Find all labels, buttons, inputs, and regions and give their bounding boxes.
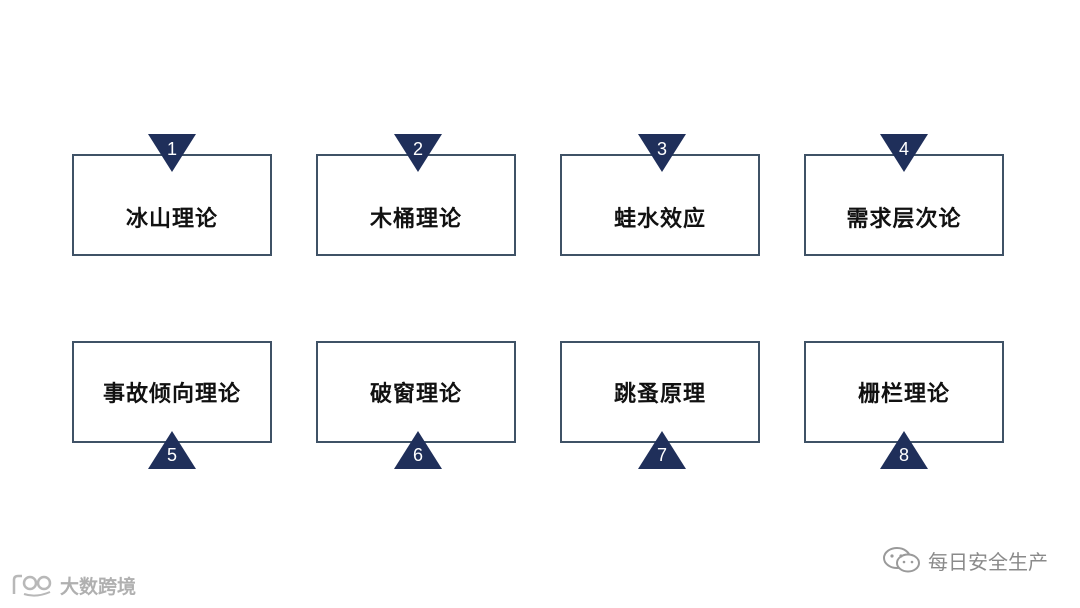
marker-number: 7 — [656, 445, 667, 465]
card-8: 栅栏理论 — [804, 341, 1004, 443]
card-5: 事故倾向理论 — [72, 341, 272, 443]
number-marker-4: 4 — [880, 134, 928, 172]
triangle-down-icon — [148, 134, 196, 172]
marker-number: 1 — [166, 139, 177, 159]
marker-number: 8 — [898, 445, 909, 465]
watermark-wechat: 每日安全生产 — [882, 545, 1048, 575]
number-marker-6: 6 — [394, 431, 442, 469]
card-label: 栅栏理论 — [857, 382, 950, 407]
card-label: 需求层次论 — [846, 207, 962, 232]
card-label: 事故倾向理论 — [102, 382, 241, 407]
number-marker-5: 5 — [148, 431, 196, 469]
marker-number: 5 — [166, 445, 177, 465]
triangle-up-icon — [148, 431, 196, 469]
number-marker-7: 7 — [638, 431, 686, 469]
triangle-up-icon — [394, 431, 442, 469]
watermark-text: 每日安全生产 — [928, 549, 1048, 574]
marker-number: 6 — [412, 445, 423, 465]
marker-number: 4 — [898, 139, 909, 159]
number-marker-1: 1 — [148, 134, 196, 172]
card-3: 蛙水效应 — [560, 154, 760, 256]
triangle-down-icon — [638, 134, 686, 172]
triangle-down-icon — [880, 134, 928, 172]
watermark-logo: 大数跨境 — [10, 570, 136, 600]
number-marker-8: 8 — [880, 431, 928, 469]
watermark-text: 大数跨境 — [60, 575, 137, 598]
card-label: 冰山理论 — [125, 207, 218, 232]
card-6: 破窗理论 — [316, 341, 516, 443]
number-marker-3: 3 — [638, 134, 686, 172]
card-label: 木桶理论 — [369, 207, 462, 232]
logo-icon — [12, 574, 52, 597]
card-label: 跳蚤原理 — [613, 382, 706, 407]
marker-number: 2 — [412, 139, 423, 159]
triangle-down-icon — [394, 134, 442, 172]
card-label: 蛙水效应 — [613, 207, 706, 232]
card-2: 木桶理论 — [316, 154, 516, 256]
card-7: 跳蚤原理 — [560, 341, 760, 443]
triangle-up-icon — [880, 431, 928, 469]
card-label: 破窗理论 — [369, 382, 462, 407]
wechat-icon — [883, 547, 920, 573]
marker-number: 3 — [656, 139, 667, 159]
triangle-up-icon — [638, 431, 686, 469]
number-marker-2: 2 — [394, 134, 442, 172]
